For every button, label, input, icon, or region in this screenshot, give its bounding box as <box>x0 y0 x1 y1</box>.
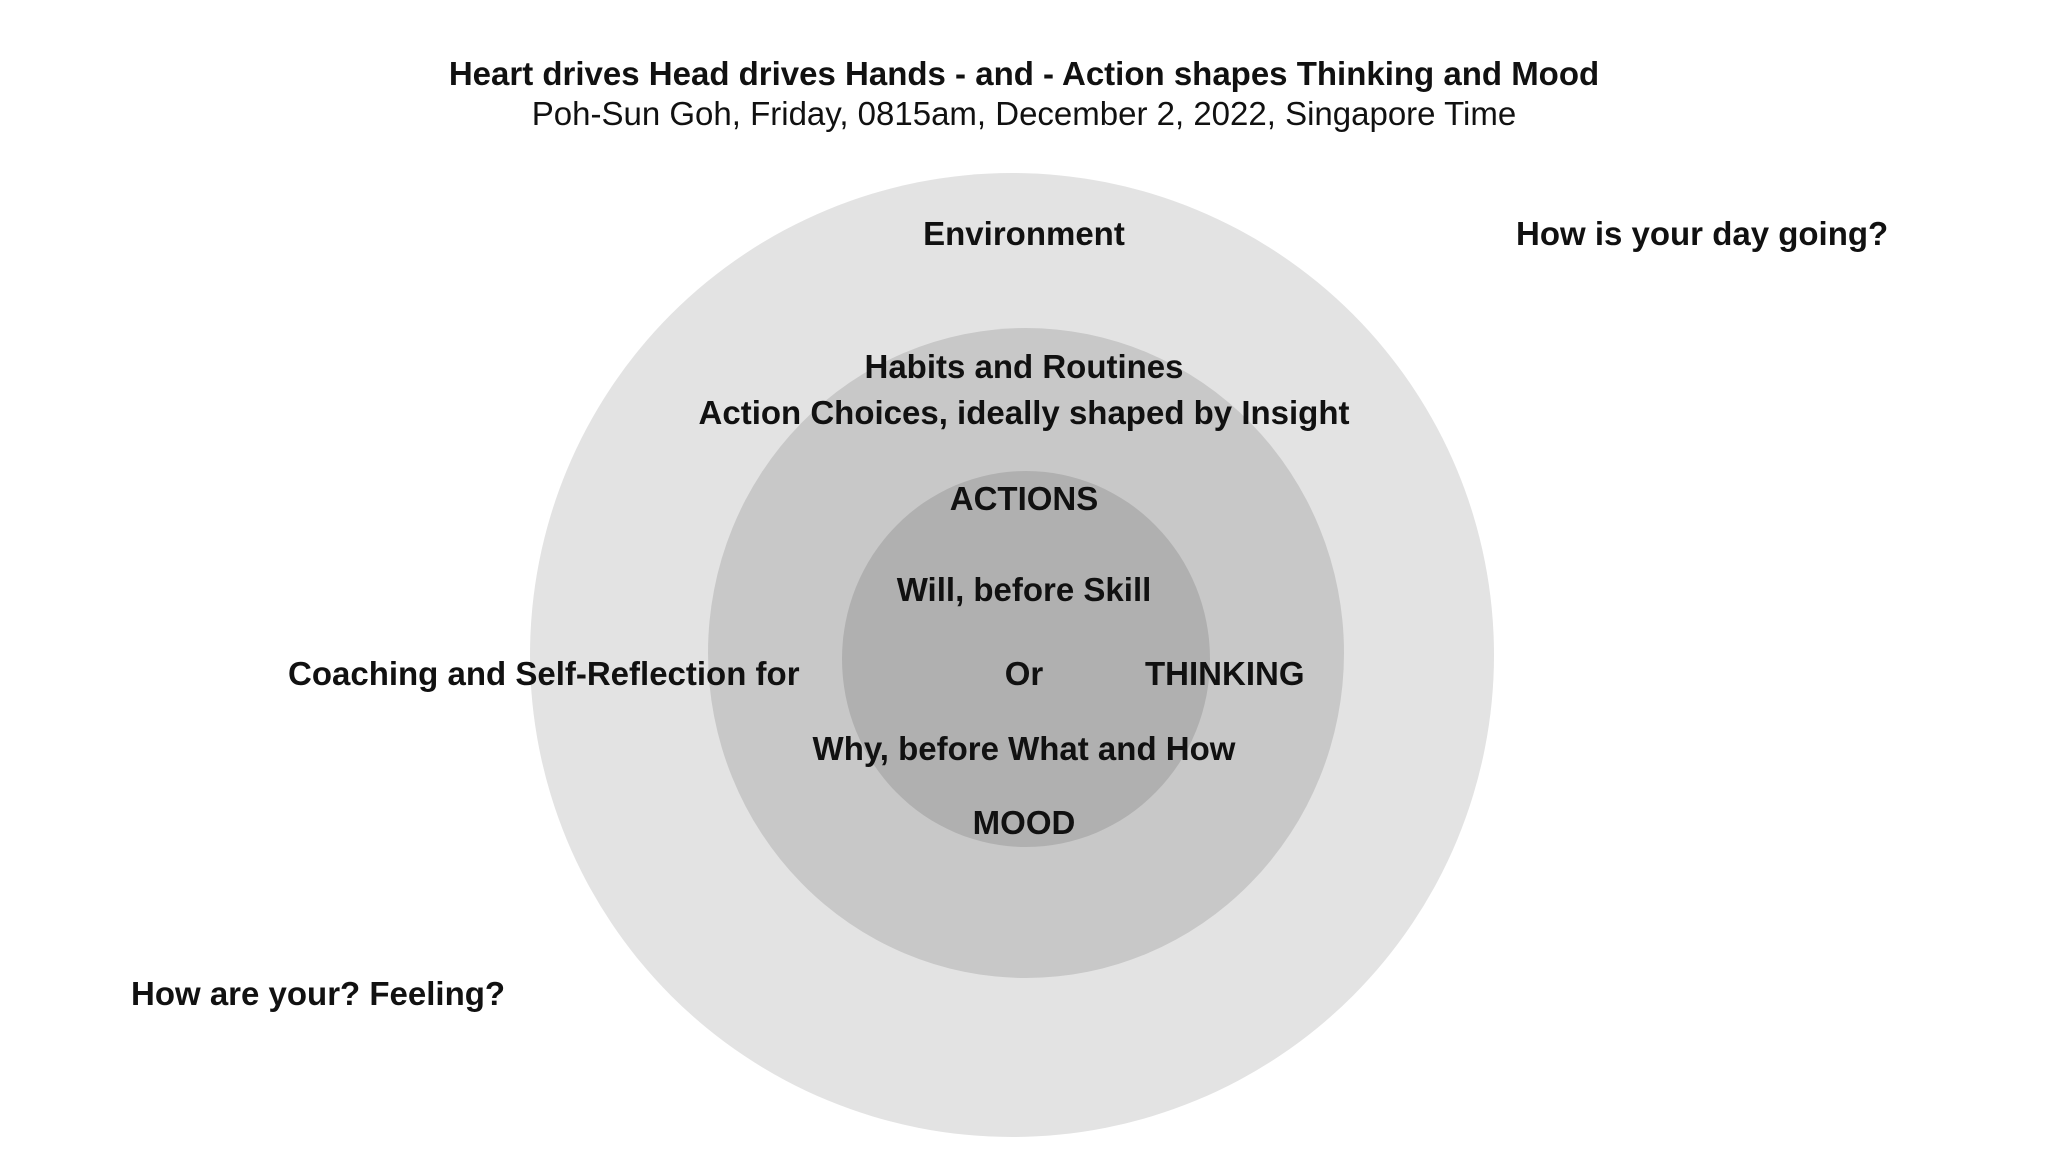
day-question-note: How is your day going? <box>1516 215 1889 252</box>
page-subtitle: Poh-Sun Goh, Friday, 0815am, December 2,… <box>531 95 1517 132</box>
mood-label: MOOD <box>972 804 1076 841</box>
why-before-what-label: Why, before What and How <box>812 730 1236 767</box>
habits-label: Habits and Routines <box>864 348 1184 385</box>
thinking-label: THINKING <box>1145 655 1305 692</box>
feeling-question-note: How are your? Feeling? <box>131 975 506 1012</box>
page-title: Heart drives Head drives Hands - and - A… <box>448 55 1600 92</box>
environment-label: Environment <box>923 215 1125 252</box>
inner-circle-core <box>842 471 1210 847</box>
action-choices-label: Action Choices, ideally shaped by Insigh… <box>698 394 1350 431</box>
coaching-note: Coaching and Self-Reflection for <box>288 655 800 692</box>
actions-label: ACTIONS <box>949 480 1099 517</box>
or-label: Or <box>1004 655 1044 692</box>
will-before-skill-label: Will, before Skill <box>896 571 1152 608</box>
